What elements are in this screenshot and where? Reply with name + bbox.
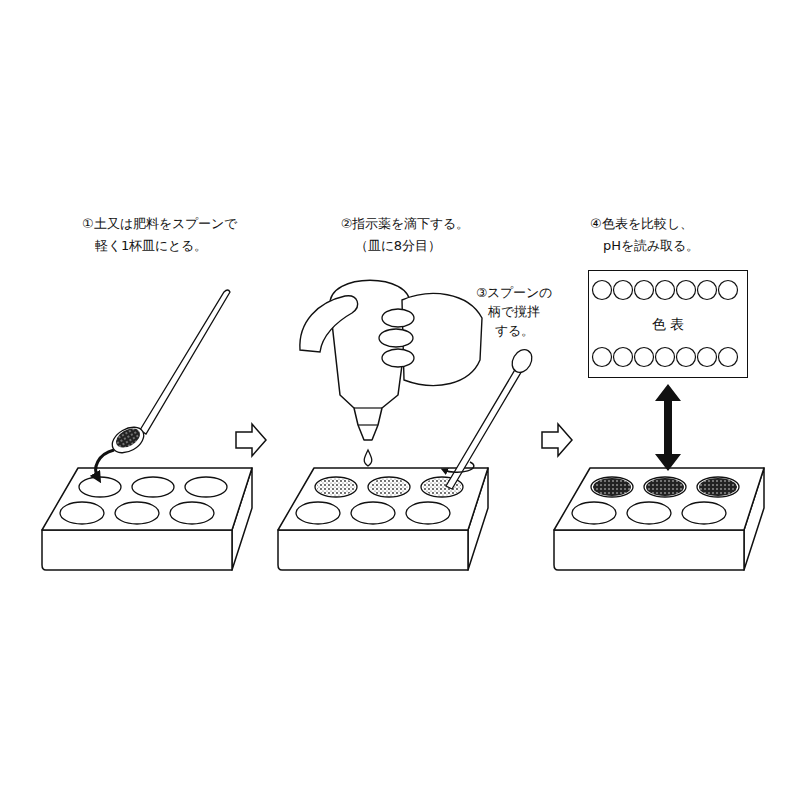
color-swatches <box>593 281 738 367</box>
illustration-part <box>698 281 717 300</box>
illustration-part <box>508 346 536 376</box>
colored-sample <box>699 478 737 496</box>
illustration-part <box>719 281 738 300</box>
illustration-part <box>635 348 654 367</box>
test-tray <box>554 468 764 570</box>
color-chart: 色 表 <box>588 270 748 378</box>
hand <box>300 294 482 386</box>
illustration-part <box>593 281 612 300</box>
step-arrow <box>236 424 266 456</box>
illustration-part <box>656 348 675 367</box>
test-tray <box>278 468 488 570</box>
step-text: ③スプーンの 柄で撹拌 する。 <box>476 283 552 340</box>
step-text: ④色表を比較し、 pHを読み取る。 <box>590 213 699 257</box>
illustration-part <box>656 281 675 300</box>
illustration-part <box>635 281 654 300</box>
illustration-part <box>698 348 717 367</box>
stir-spoon <box>446 346 536 489</box>
illustration-part <box>108 422 148 458</box>
colored-sample <box>646 478 684 496</box>
illustration-part <box>300 296 358 352</box>
soil-sample <box>370 478 408 496</box>
illustration-part <box>677 281 696 300</box>
illustration-part <box>113 425 144 452</box>
pour-arrow <box>96 450 114 478</box>
illustration-part <box>358 424 378 425</box>
compare-arrow <box>655 384 681 471</box>
step-text: ②指示薬を滴下する。 <box>341 213 470 235</box>
illustration-part <box>614 281 633 300</box>
illustration-part <box>719 348 738 367</box>
step-text: ①土又は肥料をスプーンで 軽く1杯皿にとる。 <box>82 213 237 257</box>
illustration-part <box>140 290 230 434</box>
colored-sample <box>593 478 631 496</box>
illustration-part <box>364 450 372 466</box>
illustration-part <box>402 294 482 386</box>
test-tray <box>42 468 252 570</box>
illustration-part <box>677 348 696 367</box>
spoon <box>108 290 230 458</box>
illustration-part <box>446 366 523 489</box>
chart-title: 色 表 <box>652 315 684 333</box>
step-arrow <box>542 424 572 456</box>
illustration-part <box>614 348 633 367</box>
illustration-part <box>593 348 612 367</box>
soil-sample <box>317 478 355 496</box>
illustration-part <box>382 349 414 367</box>
step-text: （皿に8分目） <box>355 235 441 257</box>
illustration-part <box>379 329 413 347</box>
stir-arrow <box>444 462 474 472</box>
illustration-part <box>354 407 382 408</box>
illustration-part <box>382 309 414 327</box>
